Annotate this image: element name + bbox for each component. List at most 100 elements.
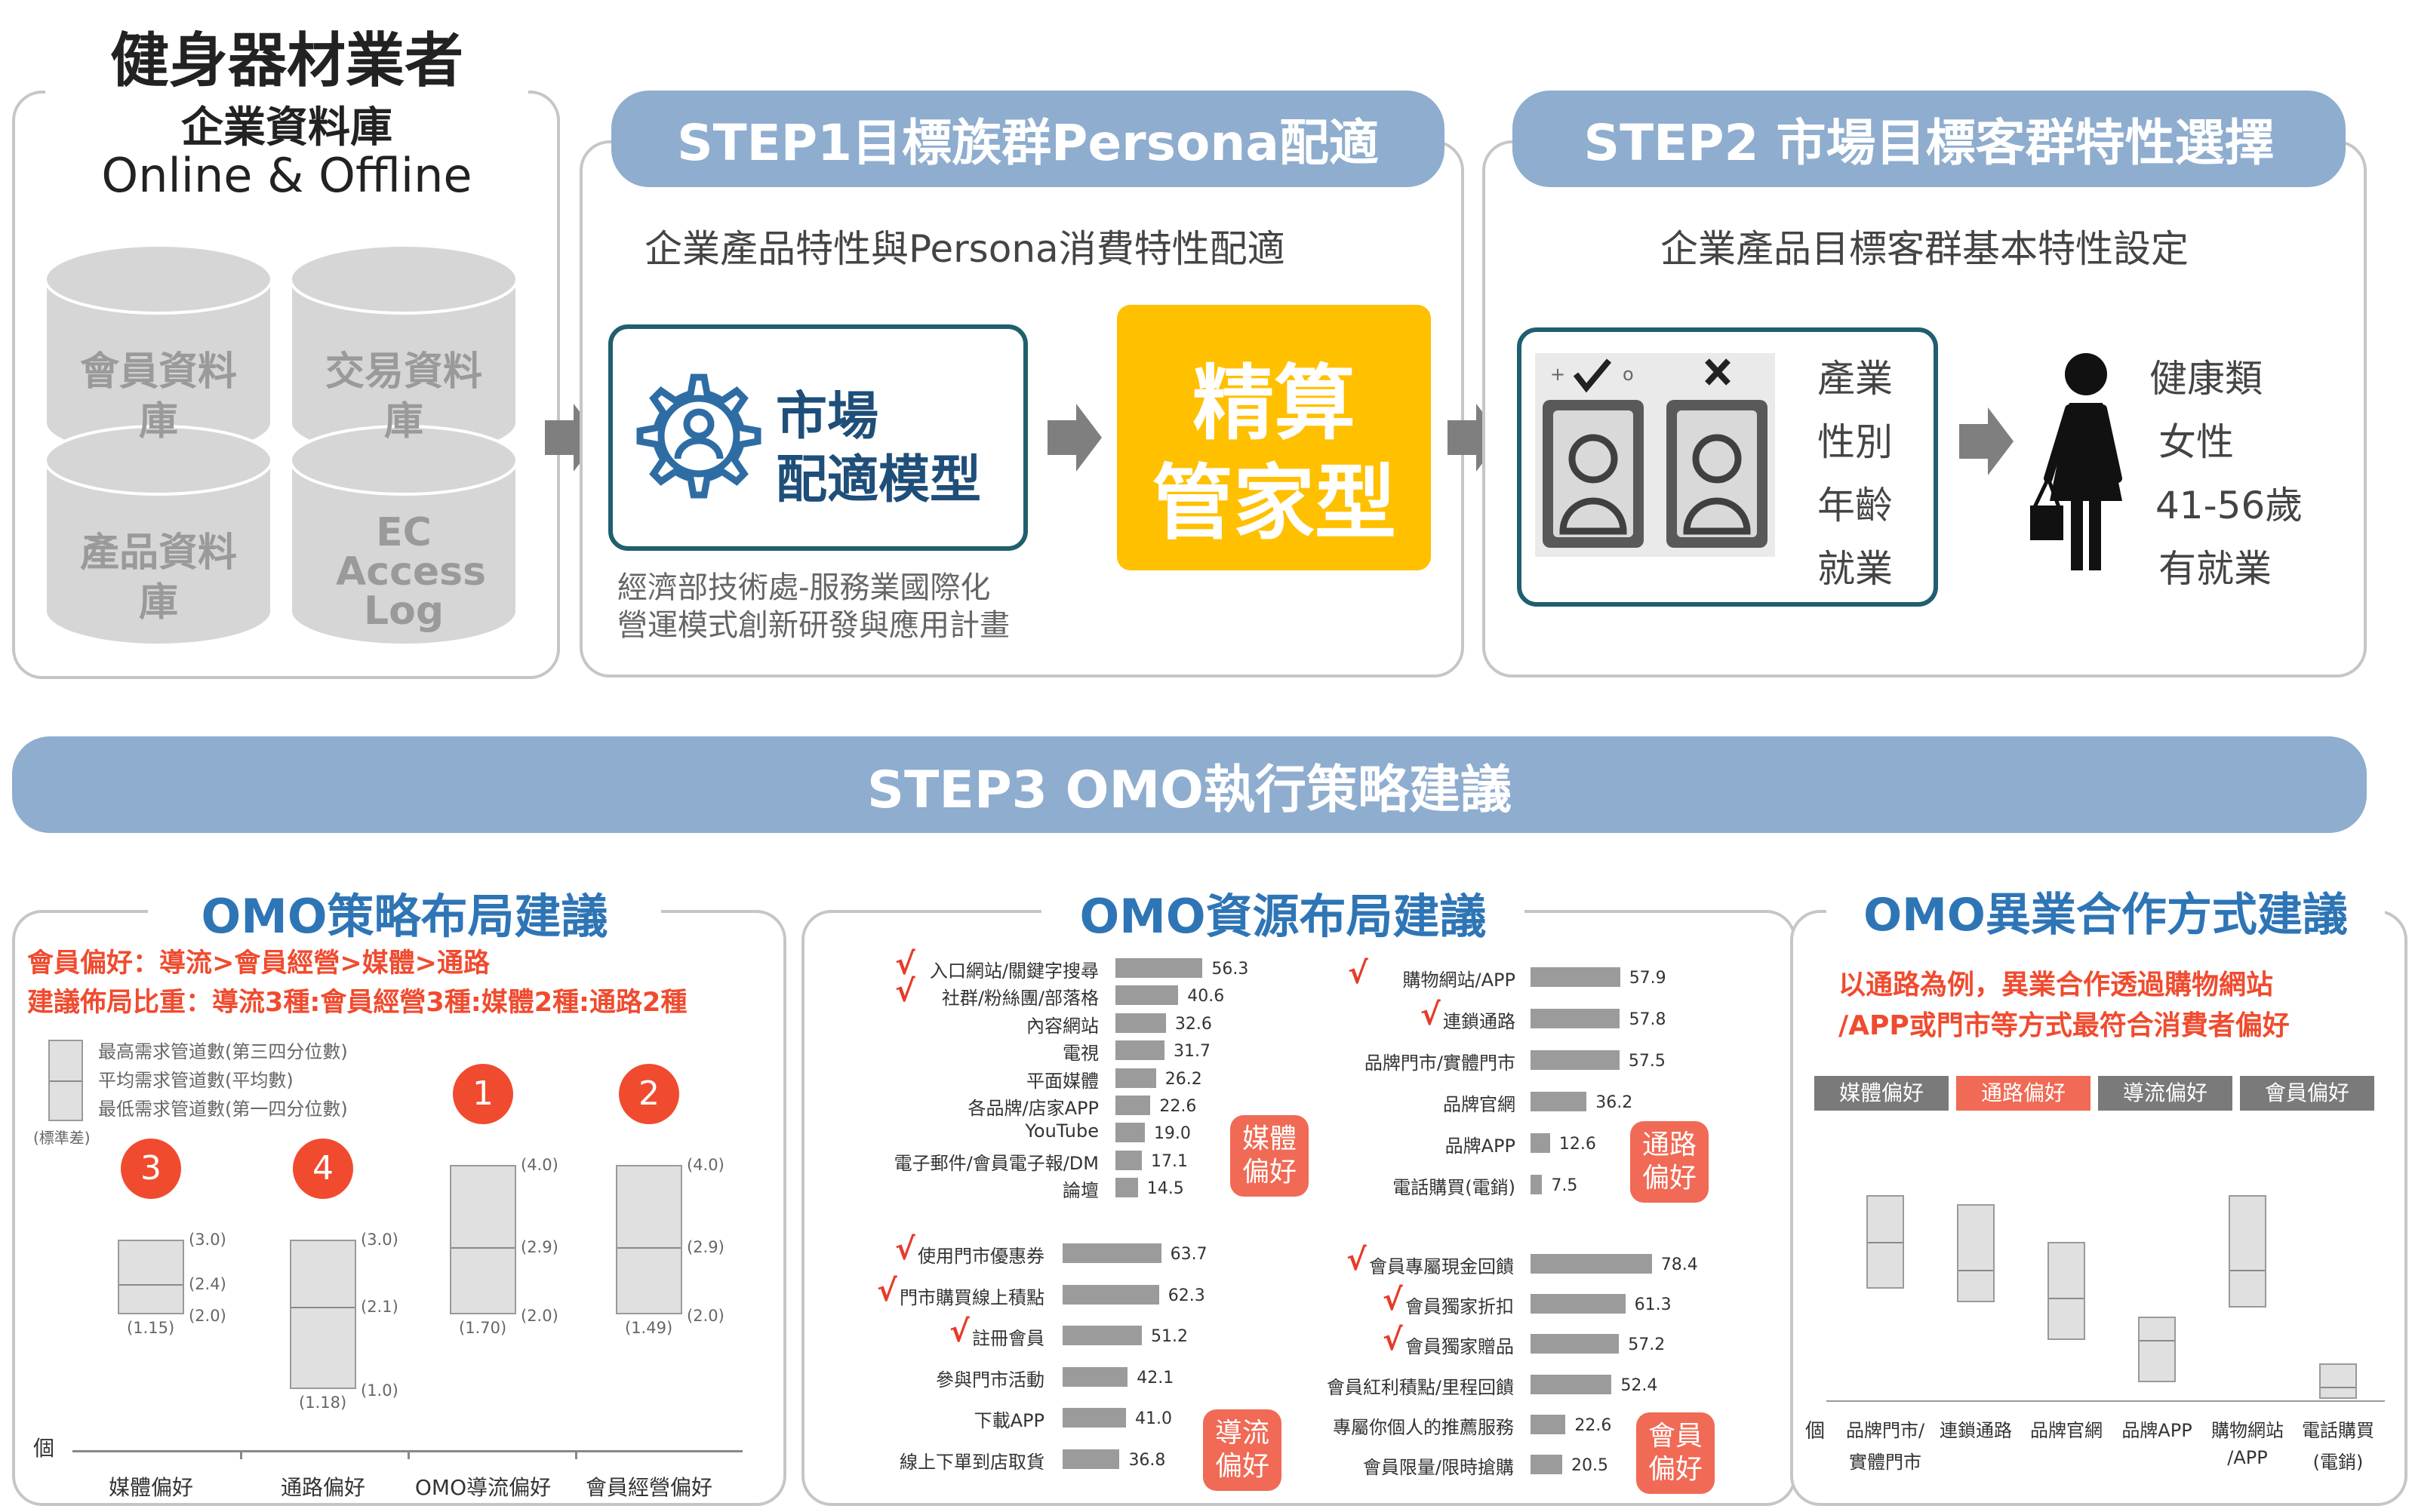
category-label-1: 電話購買	[2302, 1420, 2374, 1441]
partner-y-unit: 個	[1805, 1420, 1826, 1443]
legend-sd: (標準差)	[33, 1129, 91, 1147]
layout-advice-line2: 建議佈局比重：導流3種:會員經營3種:媒體2種:通路2種	[27, 988, 688, 1018]
bar	[1531, 1254, 1652, 1274]
bar-value: 36.8	[1128, 1450, 1166, 1470]
preference-chip: 會員偏好	[2240, 1076, 2374, 1111]
bar	[1063, 1284, 1159, 1305]
bar-value: 32.6	[1174, 1014, 1212, 1034]
bar	[1531, 1414, 1566, 1434]
bar-value: 63.7	[1170, 1245, 1208, 1264]
check-icon: √	[1383, 1283, 1403, 1318]
category-label-2: (電銷)	[2312, 1452, 2364, 1473]
bar-label: 內容網站	[1026, 1015, 1099, 1037]
quartile-box	[290, 1239, 356, 1389]
check-icon: √	[895, 974, 915, 1010]
bar-label: 使用門市優惠券	[918, 1246, 1044, 1267]
cylinder-label: 交易資料庫	[325, 349, 482, 444]
step3-title: STEP3 OMO執行策略建議	[12, 736, 2367, 833]
bar	[1115, 1178, 1138, 1198]
bar-label: 電子郵件/會員電子報/DM	[894, 1152, 1099, 1174]
bar-value: 19.0	[1153, 1124, 1191, 1144]
model-label-2: 配適模型	[776, 450, 982, 510]
bar	[1115, 1013, 1166, 1033]
mean-line	[2230, 1269, 2265, 1271]
preference-tag: 會員偏好	[1636, 1412, 1715, 1494]
database-subtitle: 企業資料庫	[181, 103, 392, 152]
bar-value: 26.2	[1164, 1069, 1202, 1089]
q1-label: (2.0)	[521, 1306, 558, 1325]
bar-value: 51.2	[1150, 1327, 1188, 1346]
bar	[1115, 958, 1203, 978]
cylinder-label: EC Access Log	[336, 510, 487, 634]
mean-label: (2.9)	[687, 1237, 725, 1256]
layout-advice-title: OMO策略布局建議	[148, 878, 661, 946]
bar-value: 41.0	[1135, 1409, 1173, 1428]
check-icon: √	[1346, 1243, 1367, 1277]
mean-line	[291, 1306, 355, 1308]
bar	[1531, 1175, 1543, 1194]
arrow-right-icon	[1048, 404, 1102, 472]
bar	[1531, 1092, 1587, 1111]
partner-x-axis-line	[1826, 1400, 2385, 1402]
group-label: 媒體偏好	[108, 1475, 193, 1500]
category-label-1: 品牌APP	[2121, 1420, 2192, 1441]
bar	[1531, 1455, 1563, 1474]
check-icon: √	[895, 947, 915, 982]
bar	[1531, 1133, 1550, 1153]
x-axis-tick	[575, 1450, 577, 1459]
value-employment: 有就業	[2158, 547, 2272, 591]
q3-label: (3.0)	[189, 1230, 226, 1249]
bar-label: 註冊會員	[972, 1328, 1044, 1349]
partner-advice-line1: 以通路為例，異業合作透過購物網站	[1838, 970, 2274, 1000]
bar-value: 57.9	[1629, 969, 1666, 988]
category-label-1: 品牌官網	[2030, 1420, 2103, 1441]
persona-result-1: 精算	[1192, 357, 1355, 451]
check-icon: √	[1420, 997, 1441, 1032]
svg-text:o: o	[1623, 364, 1634, 385]
legend-q1: 最低需求管道數(第一四分位數)	[98, 1099, 348, 1120]
check-icon: √	[1348, 956, 1368, 991]
bar-label: 下載APP	[974, 1410, 1044, 1431]
woman-shopper-icon	[2030, 353, 2122, 570]
step2-desc: 企業產品目標客群基本特性設定	[1660, 227, 2189, 271]
value-gender: 女性	[2158, 420, 2234, 464]
tag-line-2: 偏好	[1214, 1451, 1269, 1482]
mean-line	[2049, 1298, 2084, 1300]
mean-label: (2.9)	[521, 1237, 558, 1256]
rank-badge: 2	[619, 1063, 679, 1124]
bar-label: 品牌APP	[1444, 1136, 1515, 1157]
y-unit-label: 個	[33, 1436, 55, 1461]
bar-label: 購物網站/APP	[1402, 970, 1515, 991]
group-label: OMO導流偏好	[414, 1475, 552, 1500]
bar-label: 電話購買(電銷)	[1392, 1177, 1515, 1198]
mean-line	[2140, 1340, 2174, 1341]
bar-value: 7.5	[1551, 1176, 1578, 1195]
group-label: 會員經營偏好	[585, 1475, 712, 1500]
resource-advice-title: OMO資源布局建議	[1041, 878, 1524, 946]
bar-label: 品牌官網	[1443, 1094, 1515, 1115]
mean-line	[119, 1284, 183, 1286]
bar-value: 20.5	[1571, 1456, 1608, 1475]
bar-label: 線上下單到店取貨	[900, 1451, 1044, 1473]
bar-label: 門市購買線上積點	[900, 1286, 1044, 1308]
check-icon: √	[1383, 1323, 1403, 1358]
bar-label: 社群/粉絲團/部落格	[941, 988, 1099, 1010]
database-cylinders	[44, 244, 518, 647]
bar	[1531, 1374, 1612, 1394]
step1-source-1: 經濟部技術處-服務業國際化	[617, 570, 991, 605]
quartile-box	[2047, 1241, 2085, 1340]
q1-label: (2.0)	[687, 1306, 725, 1325]
attribute-age: 年齡	[1817, 484, 1893, 527]
check-icon: √	[895, 1232, 915, 1267]
preference-tag: 通路偏好	[1630, 1121, 1709, 1203]
category-label-1: 品牌門市/	[1845, 1420, 1925, 1441]
x-axis-tick	[240, 1450, 242, 1459]
bar	[1063, 1366, 1128, 1387]
database-title: 健身器材業者	[45, 14, 528, 98]
bar	[1531, 967, 1620, 987]
bar	[1531, 1294, 1626, 1314]
bar	[1115, 1096, 1151, 1115]
bar-value: 57.2	[1628, 1335, 1666, 1355]
database-subtitle2: Online & Offline	[101, 148, 472, 203]
tag-line-2: 偏好	[1647, 1454, 1703, 1485]
